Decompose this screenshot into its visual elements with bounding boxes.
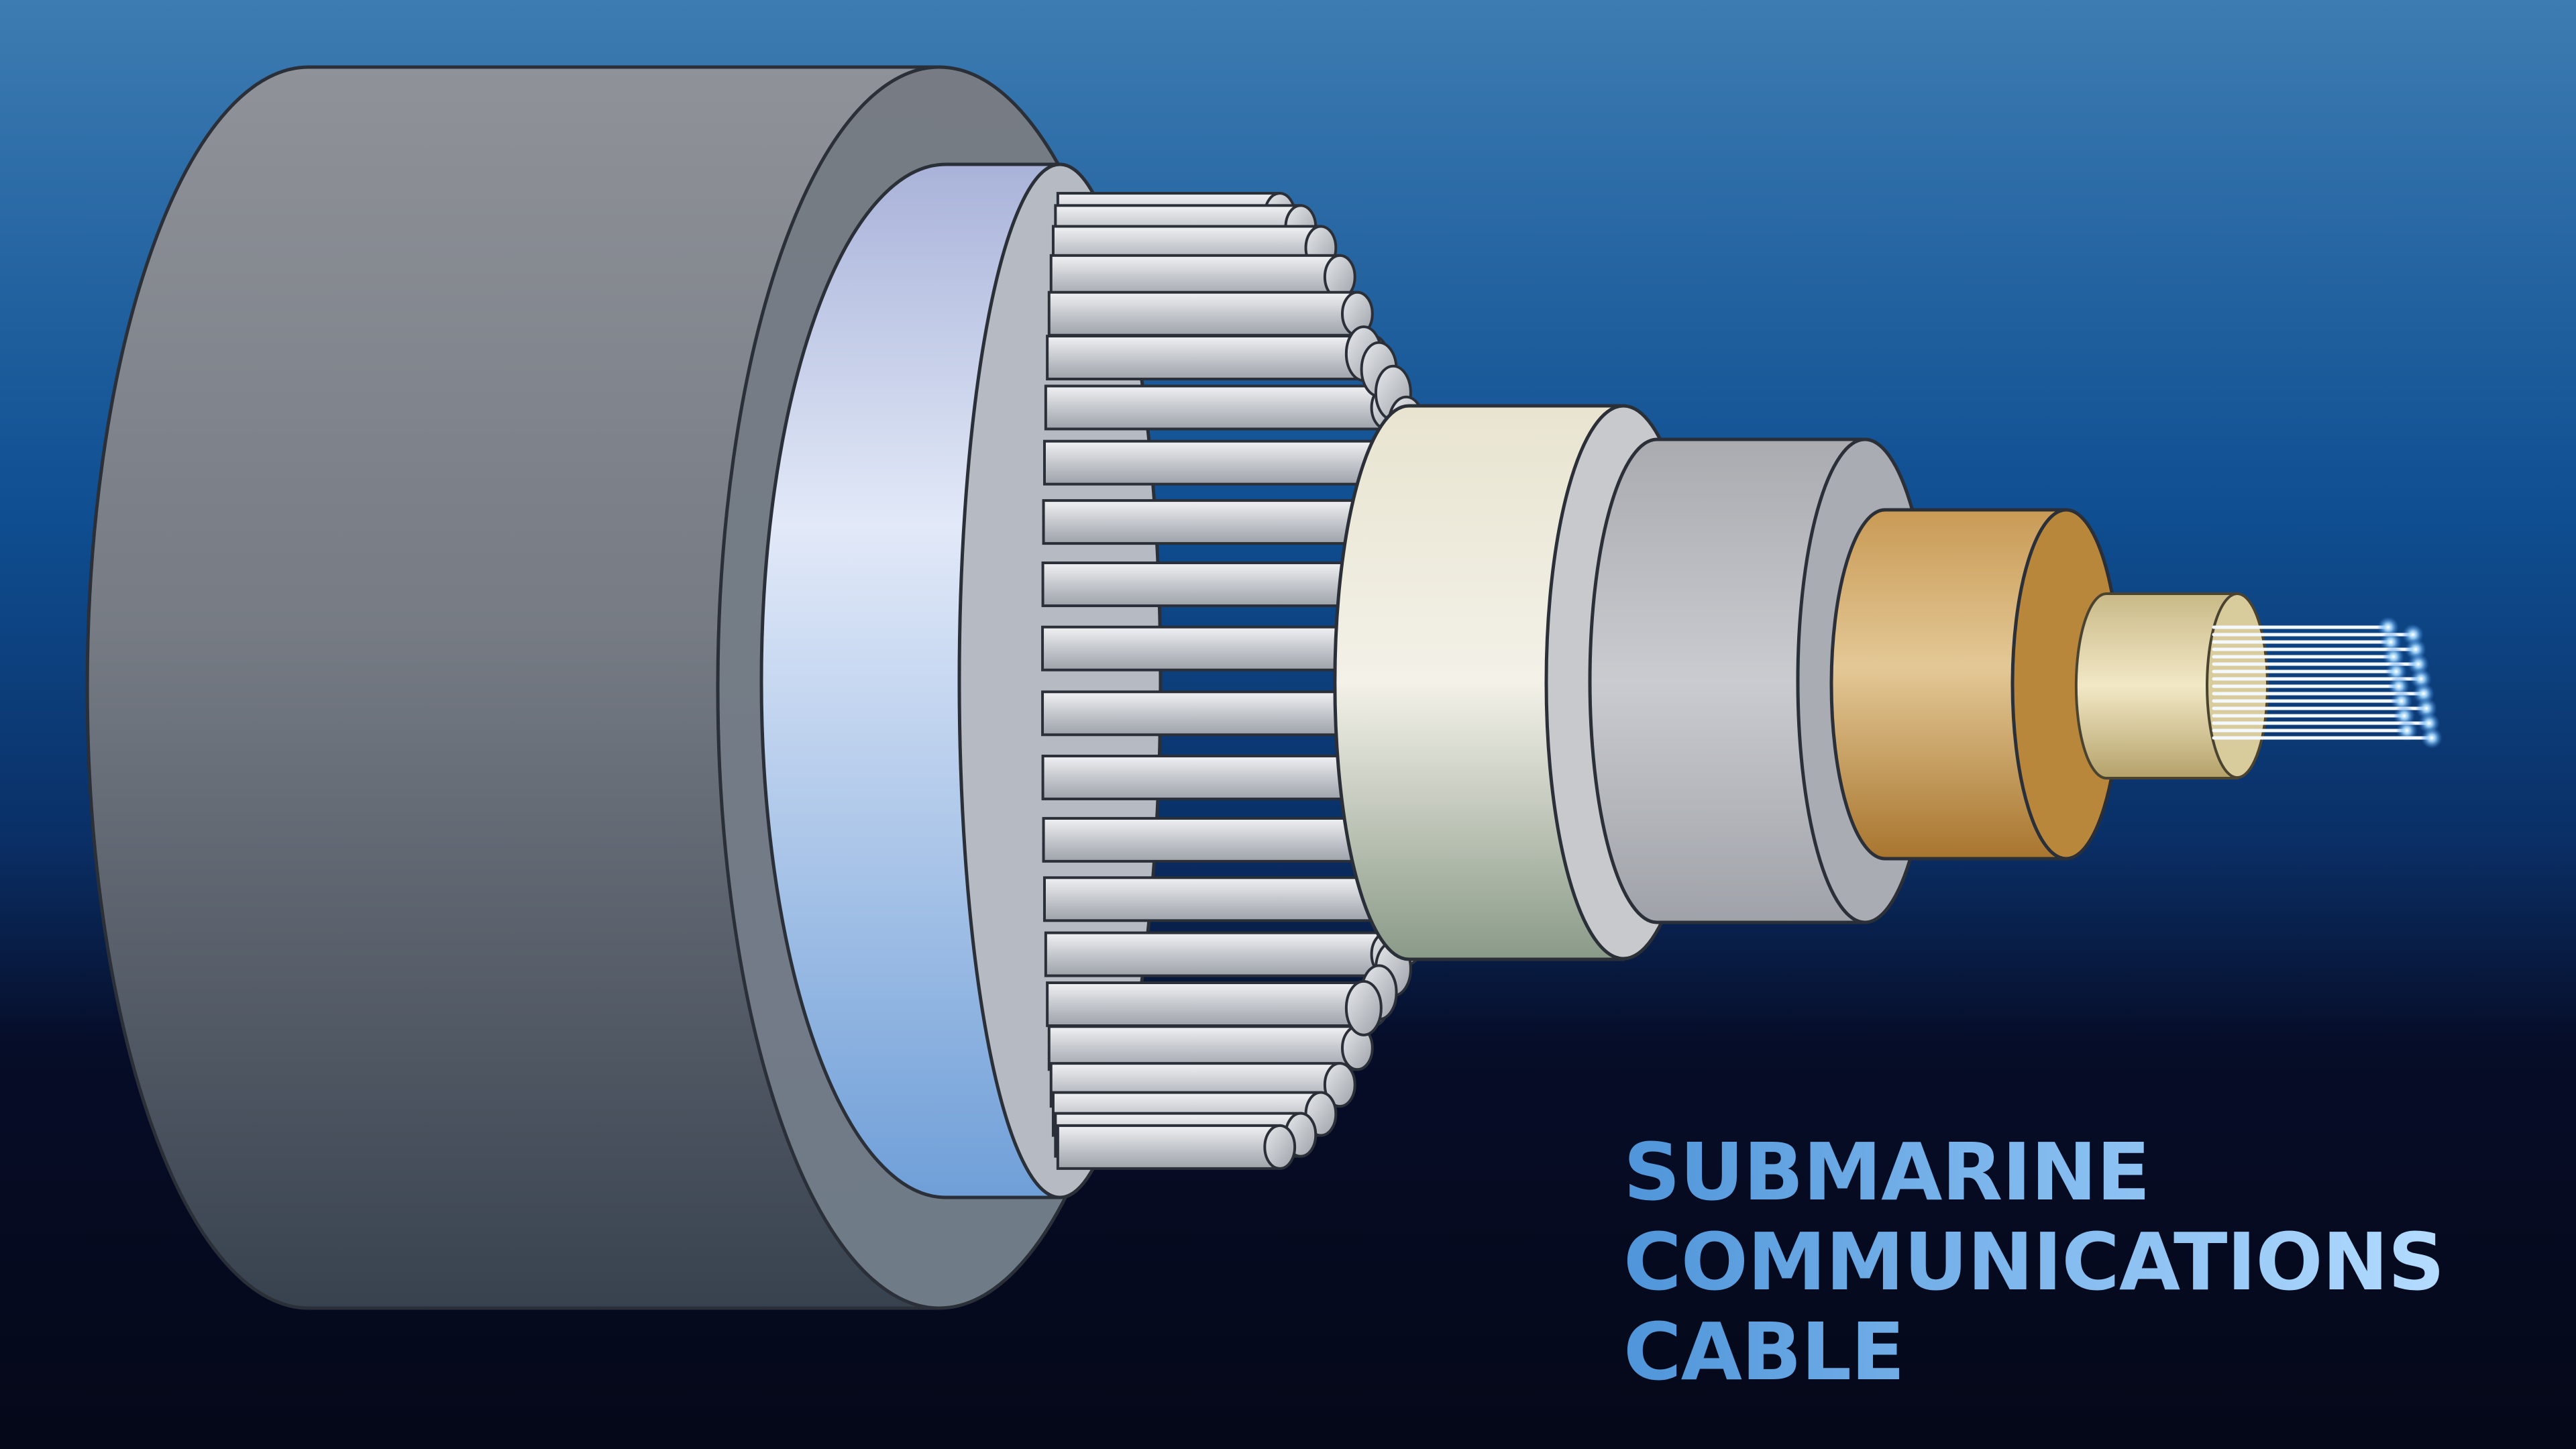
armour-wire [1046,981,1390,1028]
title-line-3: CABLE [1623,1305,1904,1398]
title-line-2: COMMUNICATIONS [1623,1216,2445,1308]
steel-wire-armour [1041,192,1461,1170]
armour-wire [1042,499,1423,545]
optical-fibres [2212,616,2443,749]
diagram-title: SUBMARINE COMMUNICATIONS CABLE [1623,1127,2444,1397]
armour-wire-end [1344,979,1383,1036]
armour-wire [1056,1124,1297,1170]
fibre-glow [2421,727,2443,749]
title-line-1: SUBMARINE [1623,1126,2150,1218]
armour-wire [1044,931,1403,977]
fibre-glow [2396,720,2418,741]
armour-wire [1047,290,1374,337]
armour-wire [1044,384,1403,431]
armour-wire [1046,334,1390,380]
